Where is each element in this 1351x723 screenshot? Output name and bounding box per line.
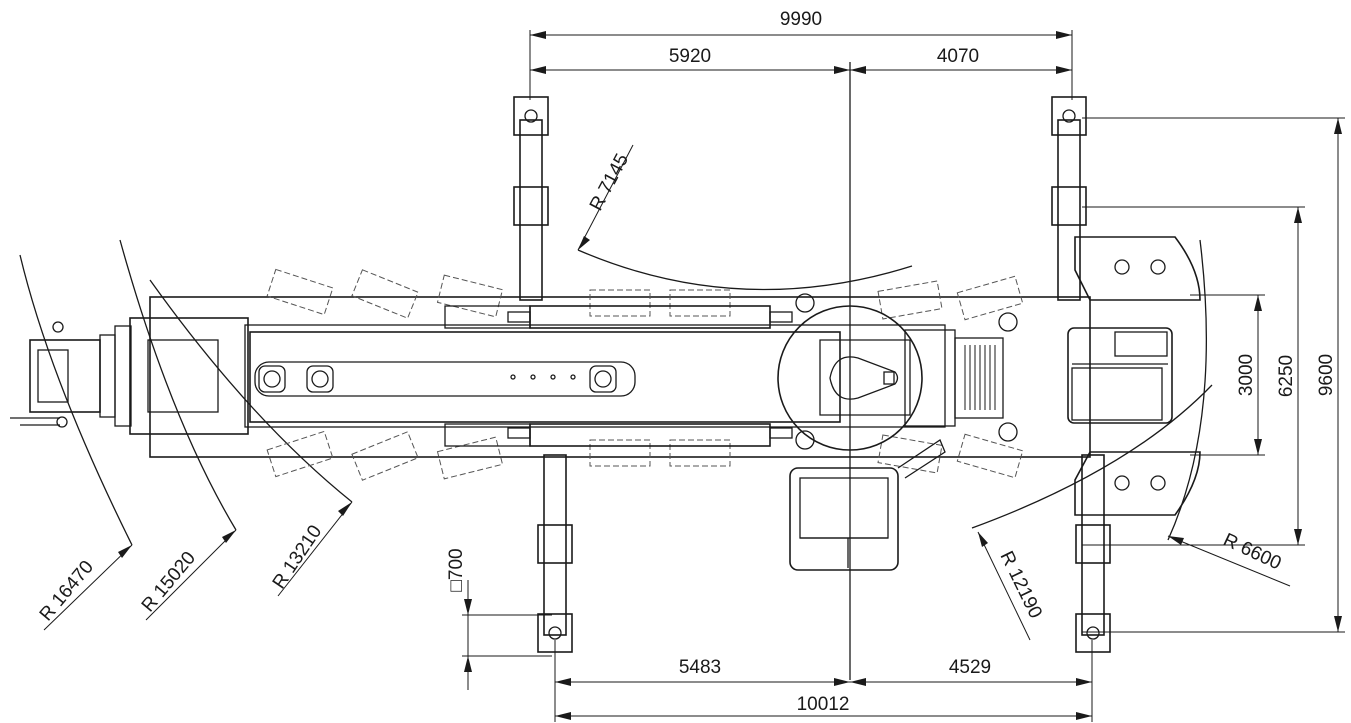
- bottom-dimensions: 5483 4529 10012: [554, 640, 1093, 722]
- boom: [10, 317, 841, 435]
- dim-top-left: 5920: [669, 46, 711, 67]
- crane-carrier: [149, 268, 1091, 481]
- dim-width-inner: 3000: [1236, 354, 1257, 396]
- radius-r15020: R 15020: [138, 548, 200, 617]
- dim-pad-size: □700: [446, 548, 467, 591]
- operator-cab: [789, 439, 946, 571]
- dim-width-mid: 6250: [1276, 355, 1297, 397]
- driver-cab: [1067, 236, 1201, 516]
- top-dimensions: 9990 5920 4070: [529, 9, 1073, 100]
- swing-radii: R 7145 R 16470 R 15020 R 13210 R 12190 R…: [19, 144, 1291, 641]
- wheel-outlines: [266, 268, 1024, 481]
- superstructure: [777, 293, 1018, 451]
- pad-size-dimension: □700: [446, 548, 552, 690]
- dim-overall-top: 9990: [780, 9, 822, 30]
- radius-r7145: R 7145: [586, 150, 633, 214]
- counterweight-lines: [964, 345, 996, 410]
- dim-overall-bottom: 10012: [797, 694, 850, 715]
- right-dimensions: 9600 6250 3000: [1082, 117, 1345, 633]
- dim-bottom-right: 4529: [949, 657, 991, 678]
- dim-bottom-left: 5483: [679, 657, 721, 678]
- outriggers: [513, 96, 1111, 653]
- dim-top-right: 4070: [937, 46, 979, 67]
- radius-r16470: R 16470: [36, 557, 98, 626]
- radius-r6600: R 6600: [1220, 529, 1284, 574]
- dim-width-outer: 9600: [1316, 354, 1337, 396]
- radius-r13210: R 13210: [269, 521, 327, 592]
